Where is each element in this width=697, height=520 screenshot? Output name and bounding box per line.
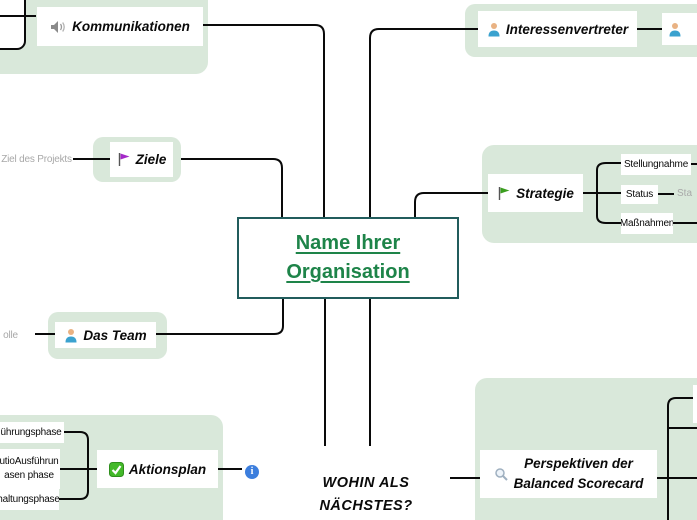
connector-line xyxy=(203,24,325,218)
node-label: Interessenvertreter xyxy=(505,21,629,37)
central-topic-label: Name Ihrer Organisation xyxy=(286,232,410,283)
node-wohin-als-naechstes[interactable]: WOHIN ALS NÄCHSTES? xyxy=(308,450,424,517)
person-icon xyxy=(64,328,78,343)
node-label: Status xyxy=(625,189,654,200)
connector-line xyxy=(156,299,284,335)
connector-line xyxy=(369,28,478,218)
node-label: Ziel des Projekts xyxy=(1,154,72,165)
node-das-team[interactable]: Das Team xyxy=(55,322,156,348)
node-aktionsplan-child-2[interactable]: utioAusführun asen phase xyxy=(0,449,60,489)
node-label: olle xyxy=(3,329,18,341)
checkbox-icon xyxy=(108,461,124,477)
node-label: Stellungnahme xyxy=(623,159,689,170)
connector-line xyxy=(57,431,89,500)
node-label: Das Team xyxy=(83,327,147,343)
node-label: utioAusführun asen phase xyxy=(0,455,59,482)
node-ziele[interactable]: Ziele xyxy=(110,142,173,177)
node-interessenvertreter-child-partial[interactable] xyxy=(662,13,697,45)
node-rolle-partial[interactable]: olle xyxy=(0,323,35,347)
node-label: Aktionsplan xyxy=(128,461,207,477)
node-status[interactable]: Status xyxy=(621,185,658,204)
connector-line xyxy=(414,192,488,218)
central-topic-node[interactable]: Name Ihrer Organisation xyxy=(237,217,459,299)
connector-line xyxy=(181,158,283,218)
node-aktionsplan[interactable]: Aktionsplan xyxy=(97,450,218,488)
partial-node-top-left[interactable] xyxy=(0,0,26,50)
green-flag-icon xyxy=(497,186,511,201)
node-perspektiven-child-partial[interactable] xyxy=(693,385,697,423)
node-massnahmen[interactable]: Maßnahmen xyxy=(621,213,673,234)
speaker-icon xyxy=(50,19,67,35)
node-label: Perspektiven der Balanced Scorecard xyxy=(513,456,644,491)
node-label: Ziele xyxy=(135,152,167,167)
node-perspektiven[interactable]: Perspektiven der Balanced Scorecard xyxy=(480,450,657,498)
person-icon xyxy=(487,22,501,37)
node-strategie[interactable]: Strategie xyxy=(488,174,583,212)
node-aktionsplan-child-3[interactable]: haltungsphase xyxy=(0,488,59,510)
node-label: ührungsphase xyxy=(0,427,62,438)
connector-line xyxy=(596,162,621,193)
node-interessenvertreter[interactable]: Interessenvertreter xyxy=(478,11,637,47)
node-stellungnahme[interactable]: Stellungnahme xyxy=(621,154,691,175)
node-ziel-des-projekts[interactable]: Ziel des Projekts xyxy=(0,148,73,171)
person-icon xyxy=(668,22,682,37)
info-icon[interactable]: i xyxy=(245,465,259,479)
connector-line xyxy=(596,193,621,224)
magnifier-icon xyxy=(494,467,509,482)
node-label: WOHIN ALS NÄCHSTES? xyxy=(319,475,413,514)
node-status-child-partial[interactable]: Sta xyxy=(677,188,693,199)
node-label: Strategie xyxy=(516,185,574,201)
node-label: Maßnahmen xyxy=(621,218,673,229)
node-label: Kommunikationen xyxy=(72,19,190,34)
node-kommunikationen[interactable]: Kommunikationen xyxy=(37,7,203,46)
purple-flag-icon xyxy=(117,152,131,167)
connector-line xyxy=(667,397,697,520)
node-aktionsplan-child-1[interactable]: ührungsphase xyxy=(0,422,64,443)
node-label: haltungsphase xyxy=(0,493,59,505)
